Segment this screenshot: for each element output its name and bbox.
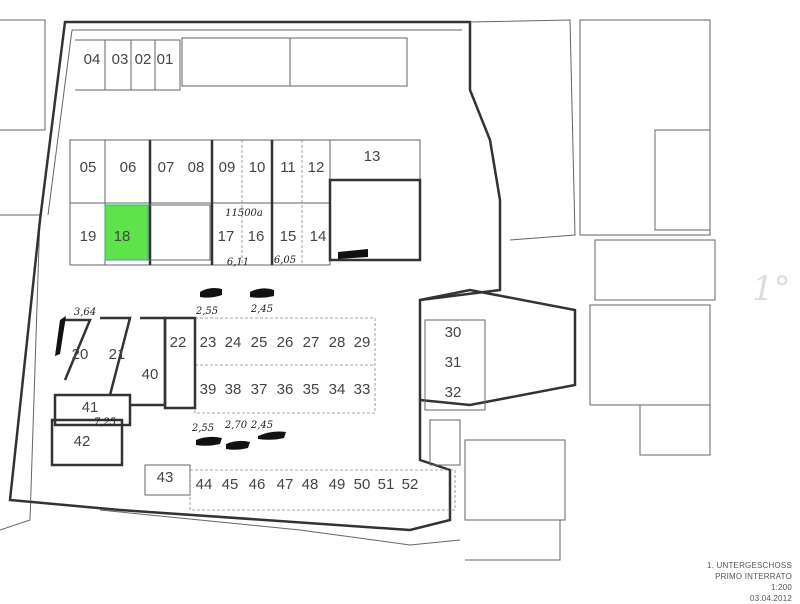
- space-14: 14: [310, 228, 327, 245]
- neighbor-buildings: [0, 19, 716, 561]
- space-10: 10: [249, 159, 266, 176]
- handwritten-annotations: 3,64 2,55 2,45 2,55 2,70 2,45 7,25 11500…: [55, 208, 791, 450]
- note-width: 2,55: [195, 306, 218, 317]
- plan-date: 03.04.2012: [749, 594, 792, 603]
- space-33: 33: [354, 381, 371, 398]
- floor-subtitle: PRIMO INTERRATO: [715, 572, 792, 581]
- space-01: 01: [157, 51, 174, 68]
- ink-mark: [250, 288, 274, 298]
- highlighted-space-18: [104, 204, 149, 261]
- note-length: 6,11: [227, 257, 249, 268]
- space-04: 04: [84, 51, 101, 68]
- space-35: 35: [303, 381, 320, 398]
- space-03: 03: [112, 51, 129, 68]
- margin-note: 1°: [752, 269, 791, 309]
- ink-mark: [55, 316, 66, 356]
- space-02: 02: [135, 51, 152, 68]
- lower-bays: [50, 316, 486, 511]
- space-12: 12: [308, 159, 325, 176]
- space-24: 24: [225, 334, 242, 351]
- space-27: 27: [303, 334, 320, 351]
- space-50: 50: [354, 476, 371, 493]
- scale: 1:200: [770, 583, 792, 592]
- outer-walls: [8, 19, 577, 546]
- space-45: 45: [222, 476, 239, 493]
- floor-title: 1. UNTERGESCHOSS: [707, 561, 792, 570]
- space-48: 48: [302, 476, 319, 493]
- note-length: 6,05: [274, 255, 296, 266]
- space-37: 37: [251, 381, 268, 398]
- top-bays: [75, 37, 408, 91]
- note-width: 3,64: [74, 307, 96, 318]
- space-36: 36: [277, 381, 294, 398]
- space-44: 44: [196, 476, 213, 493]
- space-23: 23: [200, 334, 217, 351]
- space-19: 19: [80, 228, 97, 245]
- space-15: 15: [280, 228, 297, 245]
- space-29: 29: [354, 334, 371, 351]
- space-51: 51: [378, 476, 395, 493]
- space-16: 16: [248, 228, 265, 245]
- space-numbers: 01 02 03 04 05 06 07 08 09 10 11 12 13 1…: [72, 51, 462, 493]
- ink-mark: [196, 436, 222, 446]
- note-width: 2,55: [191, 423, 214, 434]
- space-17: 17: [218, 228, 235, 245]
- space-41: 41: [82, 399, 99, 416]
- space-49: 49: [329, 476, 346, 493]
- space-52: 52: [402, 476, 419, 493]
- space-11: 11: [280, 159, 296, 176]
- space-05: 05: [80, 159, 97, 176]
- space-26: 26: [277, 334, 294, 351]
- space-34: 34: [329, 381, 346, 398]
- space-07: 07: [158, 159, 175, 176]
- note-width: 2,70: [224, 420, 248, 431]
- note-width: 2,45: [250, 420, 273, 431]
- ink-mark: [226, 440, 250, 450]
- space-06: 06: [120, 159, 137, 176]
- title-block: 1. UNTERGESCHOSS PRIMO INTERRATO 1:200 0…: [707, 560, 792, 604]
- ink-mark: [338, 249, 368, 259]
- space-46: 46: [249, 476, 266, 493]
- space-25: 25: [251, 334, 268, 351]
- ink-mark: [258, 431, 286, 440]
- space-13: 13: [364, 148, 381, 165]
- space-38: 38: [225, 381, 242, 398]
- space-18: 18: [114, 228, 131, 245]
- ink-mark: [200, 288, 222, 298]
- space-39: 39: [200, 381, 217, 398]
- space-31: 31: [445, 354, 462, 371]
- space-43: 43: [157, 469, 174, 486]
- space-20: 20: [72, 346, 89, 363]
- space-47: 47: [277, 476, 294, 493]
- space-21: 21: [109, 346, 126, 363]
- space-28: 28: [329, 334, 346, 351]
- space-08: 08: [188, 159, 205, 176]
- space-22: 22: [170, 334, 187, 351]
- space-09: 09: [219, 159, 236, 176]
- note-width: 2,45: [250, 304, 273, 315]
- note-width: 7,25: [94, 417, 116, 428]
- note-length: 11500a: [225, 208, 263, 219]
- space-32: 32: [445, 384, 462, 401]
- space-42: 42: [74, 433, 91, 450]
- space-40: 40: [142, 366, 159, 383]
- middle-block: [69, 139, 422, 266]
- space-30: 30: [445, 324, 462, 341]
